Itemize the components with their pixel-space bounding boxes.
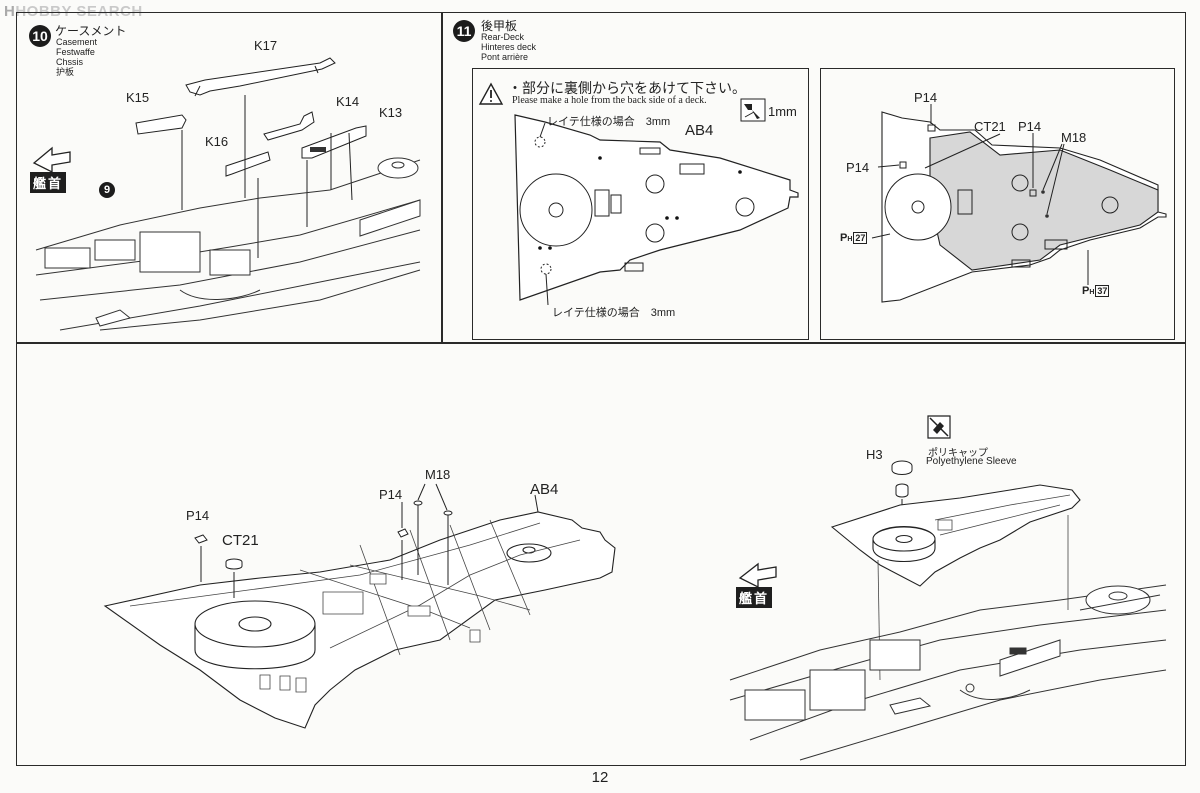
step-number-badge: 10 <box>29 25 51 47</box>
step10-title-fr: Chssis <box>56 57 84 67</box>
bow-label: 艦首 <box>30 172 67 193</box>
step11-title-fr: Pont arrière <box>481 52 529 62</box>
placement-p14-mid: P14 <box>1018 119 1042 134</box>
step10-title-de: Festwaffe <box>56 47 95 57</box>
assembly-ab4: AB4 <box>530 481 559 498</box>
watermark-h: H <box>4 3 16 20</box>
paint-ref-27-sub: H <box>847 236 853 243</box>
step11-title-en: Rear-Deck <box>481 32 525 42</box>
assembly-p14-left: P14 <box>186 508 210 523</box>
part-label-h3: H3 <box>866 447 883 462</box>
part-label-k16: K16 <box>205 134 229 149</box>
polycap-label-jp: ポリキャップ <box>928 448 988 459</box>
step10-title-cn: 护板 <box>56 67 75 77</box>
placement-m18: M18 <box>1061 130 1087 145</box>
panel-part-placement <box>820 68 1175 340</box>
drill-size-label: 1mm <box>768 104 797 119</box>
bow-arrow-icon <box>34 148 70 172</box>
part-label-k17: K17 <box>254 38 278 53</box>
part-label-k15: K15 <box>126 90 150 105</box>
bow-arrow-icon-2 <box>740 564 776 587</box>
paint-ref-27-number: 27 <box>853 232 868 244</box>
placement-ct21: CT21 <box>974 119 1006 134</box>
panel-step11 <box>441 12 1186 344</box>
page-number: 12 <box>591 769 609 786</box>
step-number-badge-11: 11 <box>453 20 475 42</box>
paint-ref-37-sub: H <box>1089 289 1095 296</box>
placement-p14-top: P14 <box>914 90 938 105</box>
leyte-note-top: レイテ仕様の場合 3mm <box>547 116 671 128</box>
panel-drill-instructions <box>472 68 809 340</box>
paint-ref-37-number: 37 <box>1095 285 1110 297</box>
part-label-ab4: AB4 <box>685 122 714 139</box>
paint-ref-37-prefix: P <box>1082 285 1090 297</box>
step11-title-jp: 後甲板 <box>481 19 518 33</box>
step10-title-jp: ケースメント <box>55 24 127 38</box>
part-label-k13: K13 <box>379 105 403 120</box>
assembly-ct21: CT21 <box>222 532 259 549</box>
panel-step10 <box>16 12 443 344</box>
paint-ref-27-prefix: P <box>840 232 848 244</box>
drill-icon <box>741 99 765 121</box>
placement-p14-left: P14 <box>846 160 870 175</box>
panel-main-assembly <box>16 342 1186 766</box>
watermark-text: HOBBY SEARCH <box>15 3 143 20</box>
step10-title-en: Casement <box>56 37 98 47</box>
assembly-p14-right: P14 <box>379 487 403 502</box>
watermark-logo: HHOBBY SEARCH <box>4 3 143 20</box>
drill-warning-en: Please make a hole from the back side of… <box>512 95 707 106</box>
polycap-label-en: Polyethylene Sleeve <box>926 456 1017 467</box>
reference-step-badge: 9 <box>99 182 115 198</box>
part-label-k14: K14 <box>336 94 360 109</box>
assembly-m18: M18 <box>425 467 451 482</box>
step11-title-de: Hinteres deck <box>481 42 537 52</box>
drill-warning-jp: ・部分に裏側から穴をあけて下さい。 <box>508 80 746 96</box>
warning-icon <box>480 84 502 104</box>
no-glue-icon <box>928 416 950 438</box>
bow-label-2: 艦首 <box>736 587 773 608</box>
leyte-note-bottom: レイテ仕様の場合 3mm <box>552 307 676 319</box>
